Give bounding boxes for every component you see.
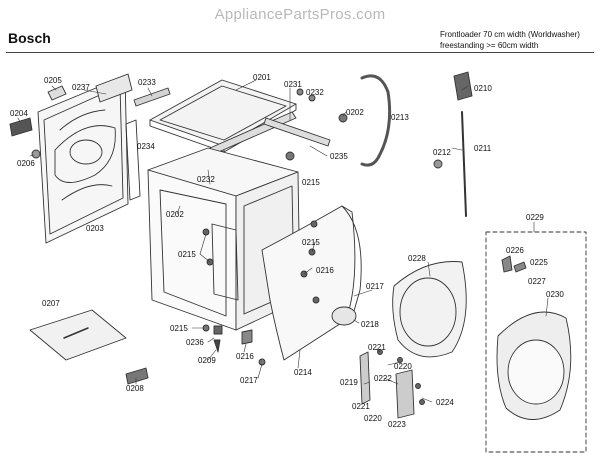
part-label-0221-top: 0221 xyxy=(368,343,386,352)
part-label-0211: 0211 xyxy=(474,144,492,153)
part-label-0225: 0225 xyxy=(530,258,548,267)
part-label-0215-right: 0215 xyxy=(302,238,320,247)
top-frame-drawing xyxy=(209,88,348,155)
part-label-0216-mid: 0216 xyxy=(316,266,334,275)
part-label-0230: 0230 xyxy=(546,290,564,299)
part-label-0237: 0237 xyxy=(72,83,90,92)
part-label-0220-top: 0220 xyxy=(394,362,412,371)
part-label-0201: 0201 xyxy=(253,73,271,82)
part-label-0214: 0214 xyxy=(294,368,312,377)
part-label-0236: 0236 xyxy=(186,338,204,347)
feet-and-fasteners-drawing xyxy=(202,248,320,366)
valve-and-rod-drawing xyxy=(433,71,473,217)
part-label-0216-bottom: 0216 xyxy=(236,352,254,361)
part-label-0220-bottom: 0220 xyxy=(364,414,382,423)
front-panel-drawing xyxy=(261,205,362,361)
part-label-0234: 0234 xyxy=(137,142,155,151)
part-label-0217-upper: 0217 xyxy=(366,282,384,291)
part-label-0232-mid: 0232 xyxy=(197,175,215,184)
part-label-0215-upper: 0215 xyxy=(302,178,320,187)
part-label-0205: 0205 xyxy=(44,76,62,85)
small-parts-upper-left xyxy=(9,73,171,201)
part-label-0224: 0224 xyxy=(436,398,454,407)
part-label-0229: 0229 xyxy=(526,213,544,222)
leader-lines xyxy=(17,79,549,403)
part-label-0213: 0213 xyxy=(391,113,409,122)
part-label-0202-top: 0202 xyxy=(346,108,364,117)
part-label-0207: 0207 xyxy=(42,299,60,308)
part-label-0228: 0228 xyxy=(408,254,426,263)
part-label-0217-bottom: 0217 xyxy=(240,376,258,385)
brand-title: Bosch xyxy=(8,30,51,46)
model-description-line2: freestanding >= 60cm width xyxy=(440,41,539,50)
part-label-0233: 0233 xyxy=(138,78,156,87)
part-label-0223: 0223 xyxy=(388,420,406,429)
part-label-0235: 0235 xyxy=(330,152,348,161)
part-label-0203: 0203 xyxy=(86,224,104,233)
part-label-0209: 0209 xyxy=(198,356,216,365)
part-label-0232-top: 0232 xyxy=(306,88,324,97)
model-description-line1: Frontloader 70 cm width (Worldwasher) xyxy=(440,30,580,39)
header-divider xyxy=(6,52,594,53)
door-frame-drawing xyxy=(392,261,467,358)
part-label-0215-left: 0215 xyxy=(178,250,196,259)
door-assembly-box xyxy=(485,231,587,453)
part-label-0218: 0218 xyxy=(361,320,379,329)
part-label-0221-bottom: 0221 xyxy=(352,402,370,411)
part-label-0231: 0231 xyxy=(284,80,302,89)
part-label-0208: 0208 xyxy=(126,384,144,393)
rear-panel-drawing xyxy=(37,75,129,244)
part-label-0222: 0222 xyxy=(374,374,392,383)
part-label-0202-mid: 0202 xyxy=(166,210,184,219)
part-label-0204: 0204 xyxy=(10,109,28,118)
hinge-drawing xyxy=(359,349,425,419)
top-cover-drawing xyxy=(149,79,297,153)
part-label-0227: 0227 xyxy=(528,277,546,286)
part-label-0210: 0210 xyxy=(474,84,492,93)
parts-bag-drawing xyxy=(29,309,149,385)
part-label-0215-bottom: 0215 xyxy=(170,324,188,333)
watermark: AppliancePartsPros.com xyxy=(214,6,386,23)
hose-drawing xyxy=(360,74,392,167)
part-label-0206: 0206 xyxy=(17,159,35,168)
part-label-0212: 0212 xyxy=(433,148,451,157)
part-label-0219: 0219 xyxy=(340,378,358,387)
part-label-0226: 0226 xyxy=(506,246,524,255)
